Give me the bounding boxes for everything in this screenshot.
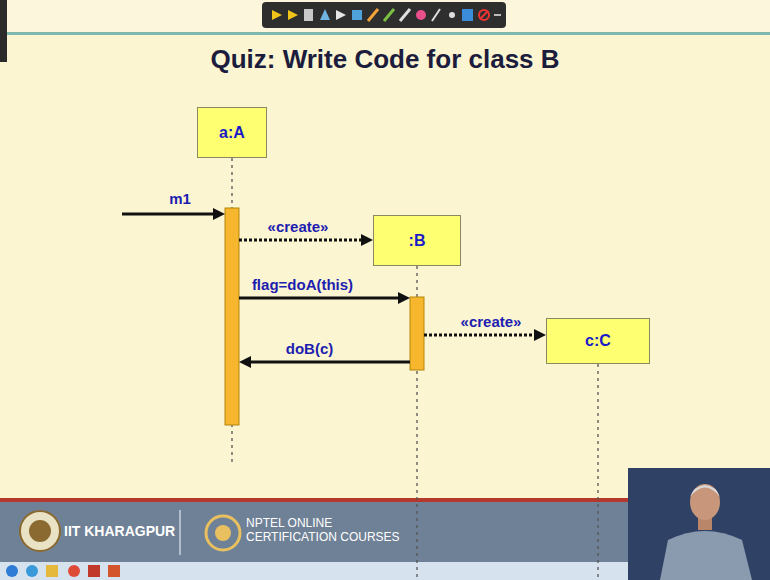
- toolbar-icon: [432, 9, 440, 21]
- presenter-shirt: [660, 531, 752, 580]
- toolbar-icon: [400, 9, 410, 21]
- object-box: c:C: [546, 318, 650, 364]
- taskbar-icon: [46, 565, 58, 577]
- top-band: [0, 0, 770, 34]
- message-label: flag=doA(this): [250, 276, 355, 293]
- footer-rule: [0, 498, 770, 502]
- activation-bar: [410, 297, 424, 370]
- create-message: [424, 334, 536, 337]
- toolbar-icon: [320, 9, 330, 20]
- pen-toolbar: [262, 2, 506, 28]
- message-label: «create»: [459, 313, 524, 330]
- toolbar-icons: [272, 9, 501, 21]
- create-message: [239, 239, 363, 242]
- toolbar-icon: [368, 9, 378, 21]
- taskbar: [0, 562, 770, 580]
- arrow-head: [239, 356, 251, 368]
- arrow-head: [398, 292, 410, 304]
- object-box: :B: [373, 215, 461, 266]
- logo-ring: [206, 516, 240, 550]
- presenter-video: [628, 468, 770, 580]
- message-label: doB(c): [284, 340, 336, 357]
- toolbar-icon: [462, 9, 473, 21]
- toolbar-icon: [288, 10, 298, 20]
- call-message: [239, 297, 400, 300]
- activation-bar: [225, 208, 239, 425]
- presenter-hair: [690, 485, 720, 497]
- taskbar-icon: [108, 565, 120, 577]
- toolbar-icon: [272, 10, 282, 20]
- top-rule: [0, 32, 770, 35]
- message-label: «create»: [266, 218, 331, 235]
- video-background: [628, 468, 770, 580]
- toolbar-icon: [494, 14, 501, 16]
- institute-name: IIT KHARAGPUR: [64, 523, 175, 539]
- nptel-logo: [206, 516, 240, 550]
- toolbar-icon: [449, 12, 455, 18]
- footer-divider: [179, 510, 181, 555]
- window-edge: [0, 0, 7, 62]
- toolbar-icon: [416, 10, 426, 20]
- toolbar-icon: [336, 10, 346, 20]
- slide-title: Quiz: Write Code for class B: [0, 44, 770, 75]
- arrow-head: [213, 208, 225, 220]
- taskbar-icon: [88, 565, 100, 577]
- iit-logo: [20, 511, 60, 551]
- presenter-neck: [698, 518, 712, 530]
- object-name: a:A: [219, 124, 245, 142]
- taskbar-icon: [6, 565, 18, 577]
- object-box: a:A: [197, 107, 267, 158]
- lifeline: [416, 266, 417, 580]
- object-name: c:C: [585, 332, 611, 350]
- toolbar-icon: [384, 9, 394, 21]
- toolbar-icon: [480, 11, 488, 19]
- incoming-message: [122, 213, 215, 216]
- toolbar-icon: [479, 10, 489, 20]
- logo-ring: [20, 511, 60, 551]
- message-name: m1: [167, 190, 193, 207]
- taskbar-icons: [6, 565, 120, 577]
- taskbar-icon: [68, 565, 80, 577]
- course-name: NPTEL ONLINE CERTIFICATION COURSES: [246, 517, 418, 545]
- arrow-head: [534, 329, 546, 341]
- logo-core: [215, 525, 231, 541]
- presenter-head: [690, 484, 720, 520]
- lifeline: [231, 158, 232, 462]
- lifeline: [597, 364, 598, 580]
- call-message: [249, 361, 410, 364]
- arrow-head: [361, 234, 373, 246]
- toolbar-icon: [304, 9, 313, 21]
- taskbar-icon: [26, 565, 38, 577]
- object-name: :B: [409, 232, 426, 250]
- footer-band: [0, 502, 770, 562]
- toolbar-icon: [352, 10, 362, 20]
- logo-core: [29, 520, 51, 542]
